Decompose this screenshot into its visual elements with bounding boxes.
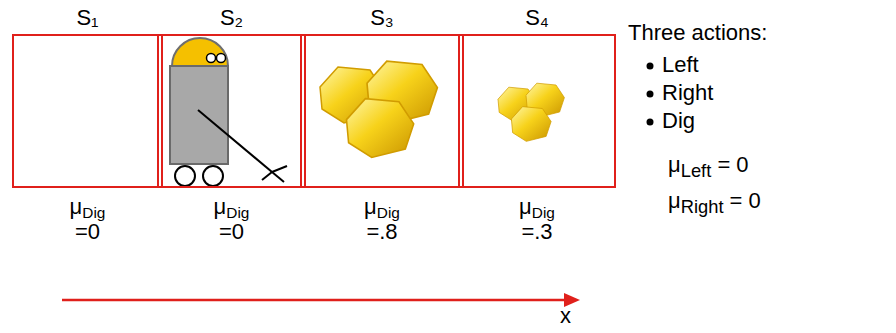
state-name: S₄	[460, 5, 614, 30]
subscript: Left	[681, 160, 712, 181]
value: = 0	[723, 188, 760, 213]
action-reward: μRight = 0	[668, 188, 761, 218]
value: =0	[219, 219, 244, 244]
dig-reward: μDig =0	[60, 194, 116, 245]
state-name: S₁	[14, 5, 161, 30]
subscript: Dig	[377, 204, 400, 221]
state-cell: S₁μDig =0	[12, 34, 163, 188]
symbol: μ	[70, 194, 83, 219]
subscript: Right	[681, 196, 724, 217]
subscript: Dig	[226, 204, 249, 221]
state-cell: S₄μDig =.3	[458, 34, 616, 188]
symbol: μ	[364, 194, 377, 219]
actions-heading: Three actions:	[628, 20, 767, 46]
action-item: Left	[662, 52, 699, 78]
state-cell: S₂μDig =0	[157, 34, 306, 188]
state-cell: S₃μDig =.8	[300, 34, 464, 188]
value: =.3	[521, 219, 552, 244]
state-name: S₂	[159, 5, 304, 30]
action-item: Right	[662, 80, 713, 106]
subscript: Dig	[82, 204, 105, 221]
value: =0	[75, 219, 100, 244]
axis-label: x	[560, 303, 571, 329]
axis-arrow	[62, 293, 580, 307]
gold-small	[498, 83, 564, 141]
value: =.8	[366, 219, 397, 244]
robot	[170, 38, 287, 186]
gold-large	[320, 61, 437, 157]
symbol: μ	[214, 194, 227, 219]
value: = 0	[711, 152, 748, 177]
state-name: S₃	[302, 5, 462, 30]
dig-reward: μDig =.3	[509, 194, 565, 245]
subscript: Dig	[532, 204, 555, 221]
symbol: μ	[668, 188, 681, 213]
dig-reward: μDig =0	[204, 194, 260, 245]
action-item: Dig	[662, 108, 695, 134]
symbol: μ	[668, 152, 681, 177]
dig-reward: μDig =.8	[354, 194, 410, 245]
symbol: μ	[519, 194, 532, 219]
action-reward: μLeft = 0	[668, 152, 749, 182]
bullet	[647, 63, 654, 126]
